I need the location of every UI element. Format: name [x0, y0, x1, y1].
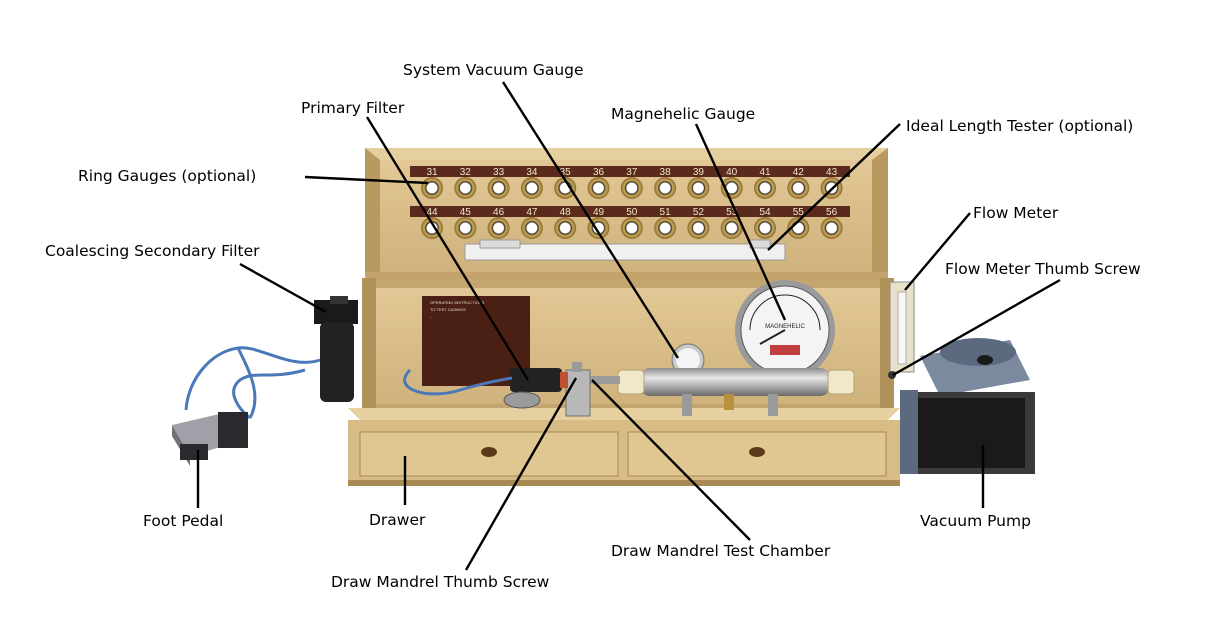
label-ring-gauges: Ring Gauges (optional)	[78, 167, 257, 185]
ideal-length-tester	[464, 239, 786, 261]
ring-gauge	[454, 177, 477, 199]
coalescing-filter	[314, 296, 358, 402]
drawer-right	[627, 431, 887, 477]
ring-gauge-number: 49	[593, 207, 605, 218]
thumb-screw-block	[565, 362, 591, 417]
ring-gauge	[587, 177, 610, 199]
label-magnehelic-gauge: Magnehelic Gauge	[611, 105, 756, 123]
ring-gauge-number: 53	[726, 207, 738, 218]
ring-gauge-number: 54	[759, 207, 771, 218]
ring-gauge-number: 52	[693, 207, 705, 218]
ring-gauge-number: 47	[526, 207, 538, 218]
label-vacuum-pump: Vacuum Pump	[920, 512, 1031, 530]
ring-gauge	[487, 217, 510, 239]
plaque-text-line: OPERATING INSTRUCTIONS	[430, 300, 485, 305]
ring-gauge-number: 45	[460, 207, 472, 218]
ring-gauge	[520, 177, 543, 199]
ring-gauge	[421, 177, 443, 199]
ring-gauge-number: 50	[626, 207, 638, 218]
plaque-text-line: ...	[430, 314, 433, 319]
label-foot-pedal: Foot Pedal	[143, 512, 224, 530]
ring-gauge-number: 39	[693, 167, 705, 178]
ring-gauge-number: 51	[660, 207, 672, 218]
ring-gauge	[487, 177, 510, 199]
ring-gauge	[787, 217, 810, 239]
ring-gauge-number: 41	[759, 167, 771, 178]
ring-gauge-number: 38	[660, 167, 672, 178]
ring-gauge-number: 34	[526, 167, 538, 178]
ring-gauge-number: 37	[626, 167, 638, 178]
ring-gauge	[520, 217, 543, 239]
ring-gauge-number: 33	[493, 167, 505, 178]
ring-gauge-number: 36	[593, 167, 605, 178]
ring-gauge-number: 35	[560, 167, 572, 178]
label-drawer: Drawer	[369, 511, 426, 529]
ring-gauge-number: 48	[560, 207, 572, 218]
label-primary-filter: Primary Filter	[301, 99, 405, 117]
ring-gauge	[620, 217, 643, 239]
leader-lines	[196, 81, 1061, 571]
label-draw-mandrel-test-chamber: Draw Mandrel Test Chamber	[611, 542, 831, 560]
ring-gauge	[720, 177, 743, 199]
label-draw-mandrel-thumb-screw: Draw Mandrel Thumb Screw	[331, 573, 550, 591]
ring-gauge-number: 40	[726, 167, 738, 178]
ring-gauge	[687, 217, 710, 239]
ring-gauge-number: 55	[793, 207, 805, 218]
ring-gauge	[754, 217, 776, 239]
ring-gauge-strip-2	[410, 206, 850, 217]
ring-gauge	[787, 177, 810, 199]
ring-gauge-strip-1	[410, 166, 850, 177]
ring-gauge-number: 46	[493, 207, 505, 218]
vacuum-pump	[900, 338, 1035, 474]
ring-gauge	[654, 217, 677, 239]
flow-meter	[888, 281, 915, 379]
label-flow-meter: Flow Meter	[973, 204, 1059, 222]
svg-text:MAGNEHELIC: MAGNEHELIC	[765, 324, 805, 330]
ring-gauge	[654, 177, 677, 199]
ring-gauge	[687, 177, 710, 199]
foot-pedal	[172, 412, 248, 466]
ring-gauge-number: 31	[426, 167, 438, 178]
ring-gauge-number: 32	[460, 167, 472, 178]
ring-gauge	[754, 177, 776, 199]
ring-gauge	[620, 177, 643, 199]
drawer-left	[359, 431, 619, 477]
pneumatic-tubing	[184, 346, 321, 420]
ring-gauge-number: 42	[793, 167, 805, 178]
ring-gauge-number: 43	[826, 167, 838, 178]
label-coalescing-secondary-filter: Coalescing Secondary Filter	[45, 242, 260, 260]
ring-gauge	[554, 217, 577, 239]
ring-gauge	[454, 217, 477, 239]
ring-gauge	[554, 177, 577, 199]
magnehelic-gauge: MAGNEHELIC	[735, 280, 835, 380]
plaque-text-line: TO TEST CASINGS	[430, 307, 466, 312]
label-flow-meter-thumb-screw: Flow Meter Thumb Screw	[945, 260, 1141, 278]
ring-gauge	[720, 217, 743, 239]
test-chamber-cylinder	[590, 368, 855, 416]
label-ideal-length-tester: Ideal Length Tester (optional)	[906, 117, 1134, 135]
ring-gauge	[820, 217, 843, 239]
ring-gauge-number: 44	[426, 207, 438, 218]
label-system-vacuum-gauge: System Vacuum Gauge	[403, 61, 584, 79]
ring-gauge-number: 56	[826, 207, 838, 218]
